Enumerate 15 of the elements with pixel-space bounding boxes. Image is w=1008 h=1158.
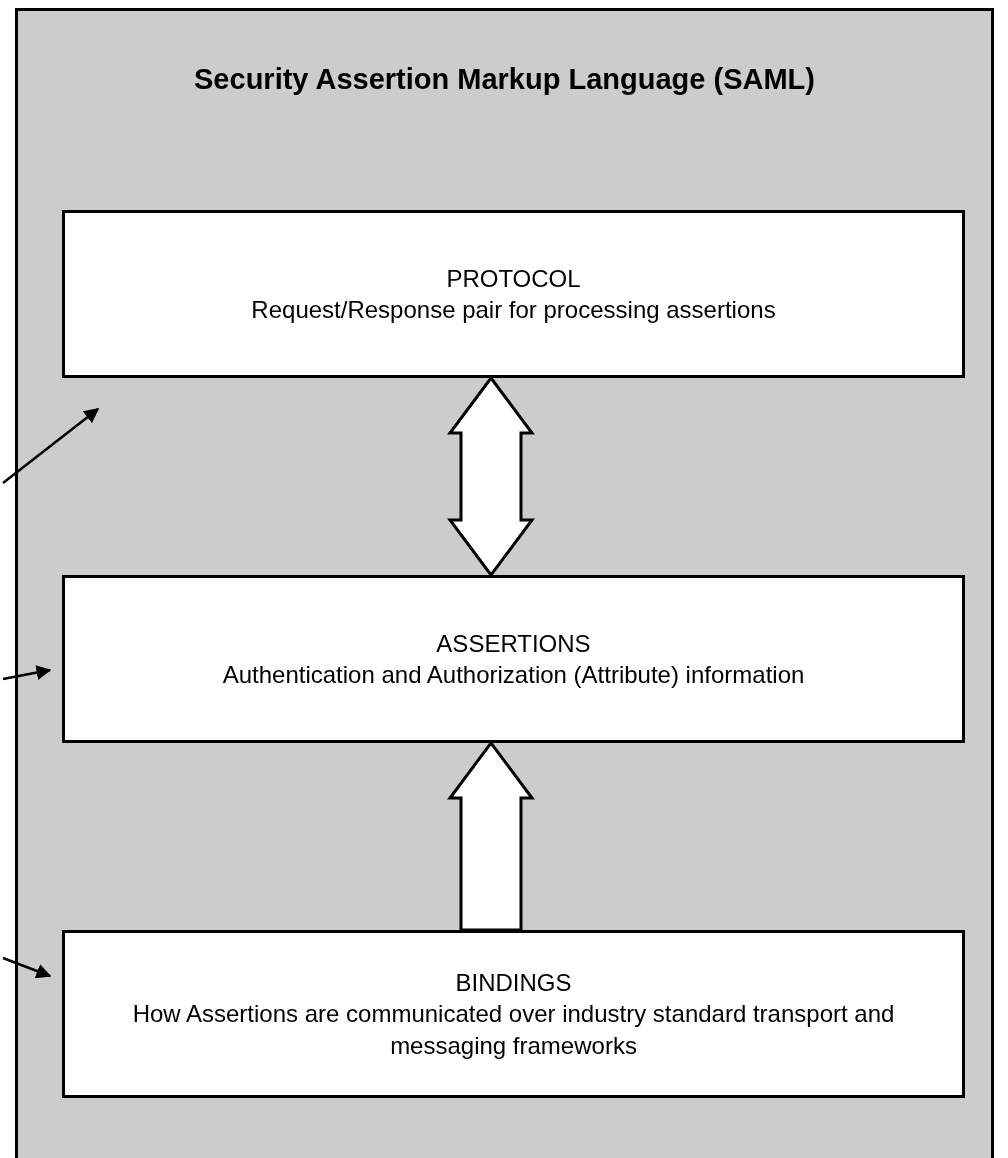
layer-box — [62, 930, 965, 1098]
layer-box — [62, 210, 965, 378]
layer-description: Request/Response pair for processing assertions — [251, 295, 776, 325]
arrow — [2, 665, 52, 681]
layer-description: Authentication and Authorization (Attribute) information — [222, 660, 805, 690]
block-arrow — [447, 740, 535, 932]
layer-heading: BINDINGS — [455, 968, 572, 999]
block-arrow — [447, 375, 535, 578]
arrow — [2, 408, 100, 484]
layer-description: How Assertions are communicated over industry standard transport and messaging frameworks — [131, 999, 896, 1061]
arrow — [2, 956, 52, 979]
diagram-title: Security Assertion Markup Language (SAML) — [193, 63, 816, 96]
layer-heading: PROTOCOL — [446, 263, 581, 294]
layer-box — [62, 575, 965, 743]
layer-heading: ASSERTIONS — [436, 628, 591, 659]
